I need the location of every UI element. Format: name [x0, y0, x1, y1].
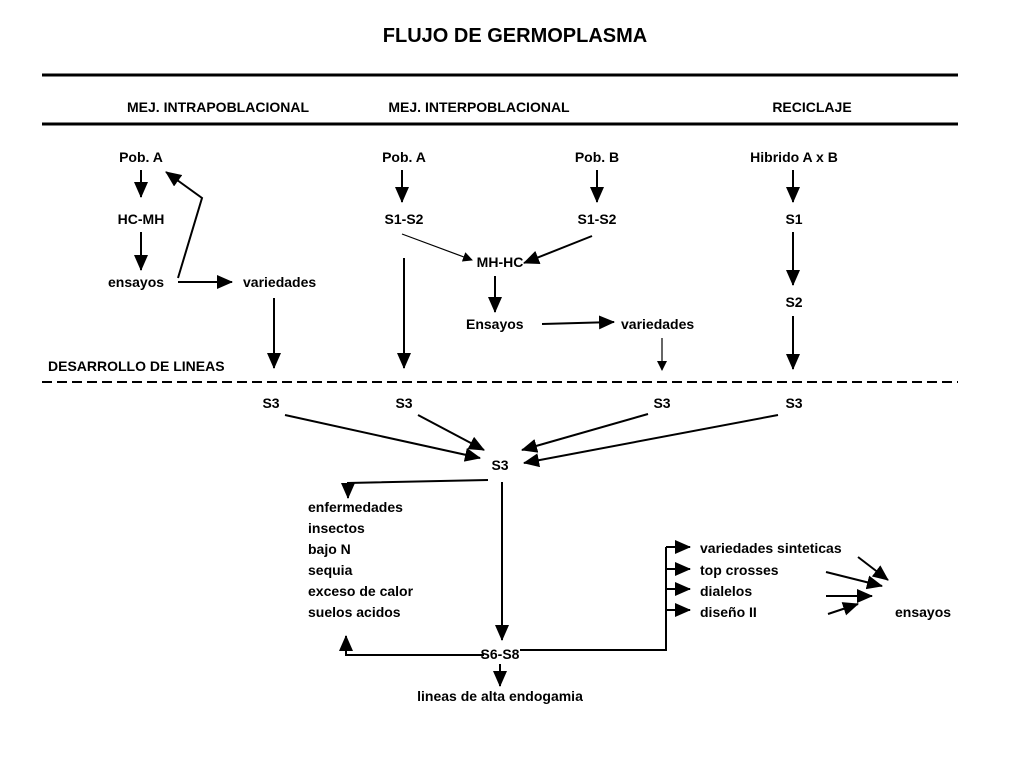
- stress-item: sequia: [308, 562, 353, 578]
- s3-reciclaje: S3: [785, 395, 803, 411]
- arrow-s3-4-to-center: [523, 414, 779, 468]
- stress-item: insectos: [308, 520, 365, 536]
- s3-inter-b: S3: [653, 395, 671, 411]
- ensayos-final: ensayos: [895, 604, 952, 620]
- desarrollo-label: DESARROLLO DE LINEAS: [48, 358, 225, 374]
- reciclaje-s1: S1: [785, 211, 803, 227]
- use-item: dialelos: [700, 583, 753, 599]
- stress-item: enfermedades: [308, 499, 403, 515]
- arrow-tc-to-ensayos: [825, 571, 883, 590]
- intra-pob-a: Pob. A: [119, 149, 163, 165]
- stress-item: suelos acidos: [308, 604, 401, 620]
- arrow-ensayos-recycle-to-pob: [165, 171, 204, 279]
- inter-pob-b: Pob. B: [574, 149, 620, 165]
- header-intrapoblacional: MEJ. INTRAPOBLACIONAL: [127, 99, 309, 115]
- inter-s1s2-a: S1-S2: [384, 211, 424, 227]
- use-item: diseño II: [700, 604, 757, 620]
- reciclaje-s2: S2: [785, 294, 803, 310]
- arrow-s3-1-to-center: [284, 414, 481, 462]
- uses-bracket: [520, 547, 667, 651]
- header-interpoblacional: MEJ. INTERPOBLACIONAL: [388, 99, 570, 115]
- inter-mhhc: MH-HC: [476, 254, 524, 270]
- arrow-ensayos-to-variedades-inter: [541, 315, 615, 330]
- arrow-d2-to-ensayos: [827, 602, 859, 616]
- s3-intra: S3: [262, 395, 280, 411]
- reciclaje-hibrido: Hibrido A x B: [750, 149, 838, 165]
- intra-hcmh: HC-MH: [117, 211, 165, 227]
- arrow-s3-2-to-center: [417, 414, 485, 451]
- lineas-label: lineas de alta endogamia: [417, 688, 583, 704]
- intra-ensayos: ensayos: [108, 274, 165, 290]
- inter-s1s2-b: S1-S2: [577, 211, 617, 227]
- stress-item: bajo N: [308, 541, 351, 557]
- arrow-s6s8-to-stresses: [339, 635, 484, 656]
- arrow-s1s2-a-to-mhhc: [401, 233, 473, 262]
- inter-variedades: variedades: [621, 316, 695, 332]
- s6s8-label: S6-S8: [480, 646, 520, 662]
- arrow-s3-to-stresses: [341, 479, 489, 499]
- arrow-s1s2-b-to-mhhc: [523, 235, 593, 264]
- inter-pob-a: Pob. A: [382, 149, 426, 165]
- header-reciclaje: RECICLAJE: [772, 99, 852, 115]
- diagram-title: FLUJO DE GERMOPLASMA: [382, 25, 648, 47]
- arrow-vs-to-ensayos: [857, 556, 889, 581]
- s3-center: S3: [491, 457, 509, 473]
- use-item: top crosses: [700, 562, 779, 578]
- arrow-s3-3-to-center: [521, 413, 649, 453]
- s3-inter-a: S3: [395, 395, 413, 411]
- inter-ensayos: Ensayos: [466, 316, 524, 332]
- intra-variedades: variedades: [243, 274, 317, 290]
- stress-item: exceso de calor: [308, 583, 414, 599]
- use-item: variedades sinteticas: [700, 540, 842, 556]
